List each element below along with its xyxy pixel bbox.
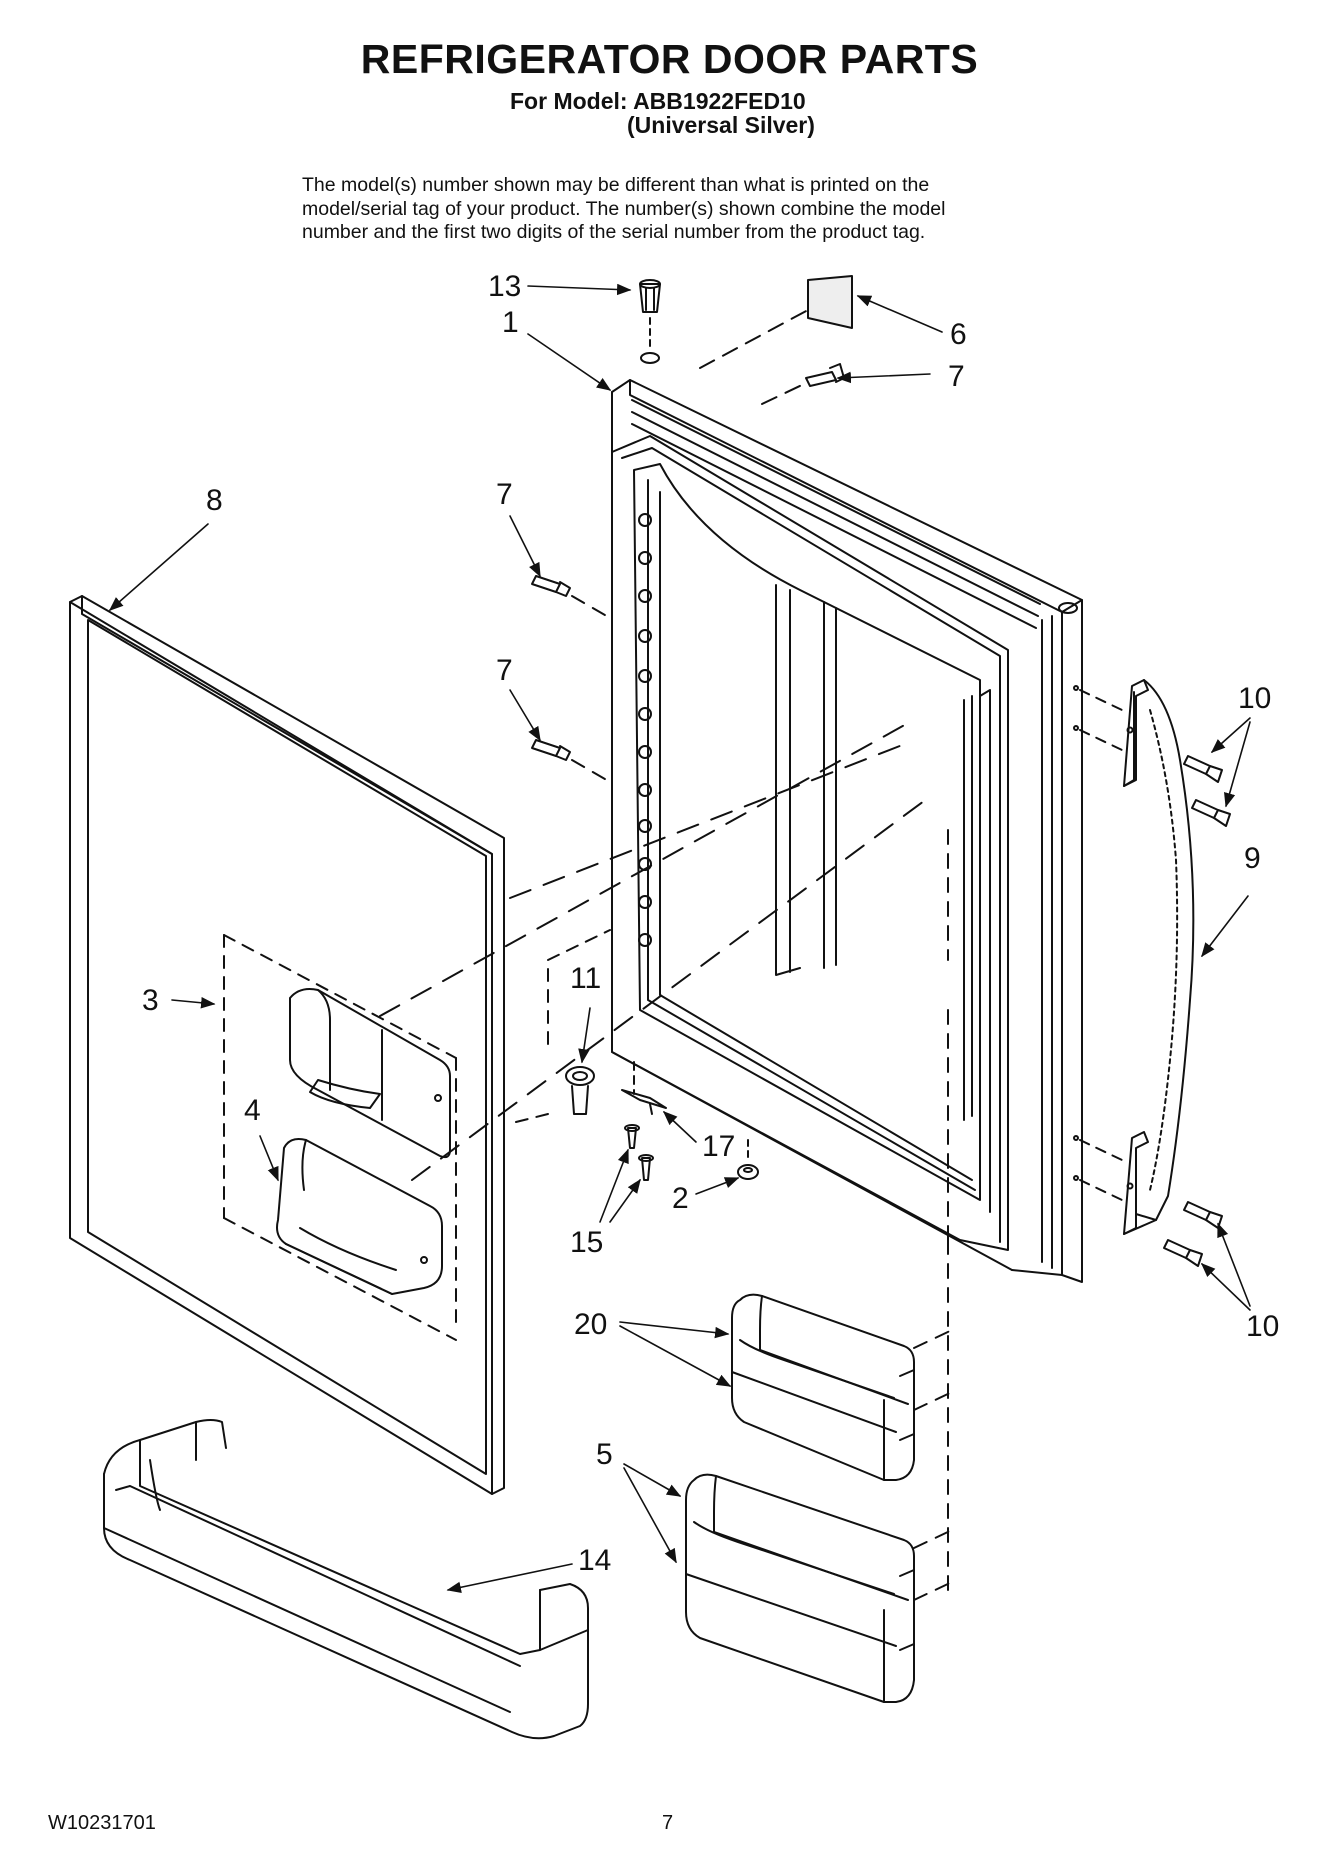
- bushing-11: [507, 929, 611, 1125]
- callout-15: 15: [570, 1226, 603, 1259]
- bin-alignment-lines: [913, 829, 953, 1601]
- callout-leaders: [108, 283, 1251, 1593]
- crisper-bin-14: [103, 1419, 589, 1740]
- callout-11: 11: [570, 962, 601, 995]
- callout-10-upper: 10: [1238, 682, 1271, 715]
- callout-3: 3: [142, 984, 159, 1017]
- callout-17: 17: [702, 1130, 735, 1163]
- callout-6: 6: [950, 318, 967, 351]
- page-number: 7: [662, 1812, 674, 1834]
- label-6: [699, 275, 853, 369]
- handle-9: [1073, 679, 1195, 1235]
- shelf-bump-row: [638, 513, 652, 947]
- bracket-17: [621, 1061, 667, 1115]
- model-note-line: The model(s) number shown may be differe…: [302, 174, 930, 196]
- callout-10-lower: 10: [1246, 1310, 1279, 1343]
- model-color: (Universal Silver): [627, 112, 815, 138]
- callout-7-upper: 7: [496, 478, 513, 511]
- callout-8: 8: [206, 484, 223, 517]
- door-bin-5: [685, 1473, 915, 1703]
- washer-2: [737, 1139, 759, 1180]
- callout-20: 20: [574, 1308, 607, 1341]
- callout-7-top: 7: [948, 360, 965, 393]
- alignment-lines: [379, 721, 929, 1181]
- model-number: For Model: ABB1922FED10: [510, 88, 806, 114]
- model-note-line: model/serial tag of your product. The nu…: [302, 197, 946, 220]
- dispenser-box-outline: [223, 934, 457, 1341]
- model-note-line: number and the first two digits of the s…: [302, 221, 926, 243]
- page-title: REFRIGERATOR DOOR PARTS: [360, 36, 979, 82]
- callout-5: 5: [596, 1438, 613, 1471]
- screw-7-left-upper: [531, 575, 611, 619]
- callout-13: 13: [488, 270, 521, 303]
- screw-7-left-lower: [531, 739, 611, 783]
- door-liner: [611, 435, 1009, 1251]
- callout-labels: 13 1 6 7 8 7 7 10 9 11 3 4 17 2 15 10 20…: [142, 270, 1279, 1577]
- door-bin-20: [731, 1293, 915, 1481]
- door-panel-8: [69, 595, 505, 1495]
- document-number: W10231701: [48, 1812, 156, 1834]
- handle-screws-10: [1163, 755, 1231, 1267]
- hinge-cap-13: [639, 279, 661, 364]
- dispenser-housing-3: [289, 988, 451, 1159]
- callout-1: 1: [502, 306, 519, 339]
- callout-2: 2: [672, 1182, 689, 1215]
- callout-9: 9: [1244, 842, 1261, 875]
- callout-14: 14: [578, 1544, 611, 1577]
- screw-7-top: [761, 363, 845, 405]
- dispenser-tray-4: [276, 1138, 443, 1295]
- screws-15: [624, 1124, 654, 1181]
- model-note: The model(s) number shown may be differe…: [302, 174, 1102, 245]
- callout-7-lower: 7: [496, 654, 513, 687]
- callout-4: 4: [244, 1094, 261, 1127]
